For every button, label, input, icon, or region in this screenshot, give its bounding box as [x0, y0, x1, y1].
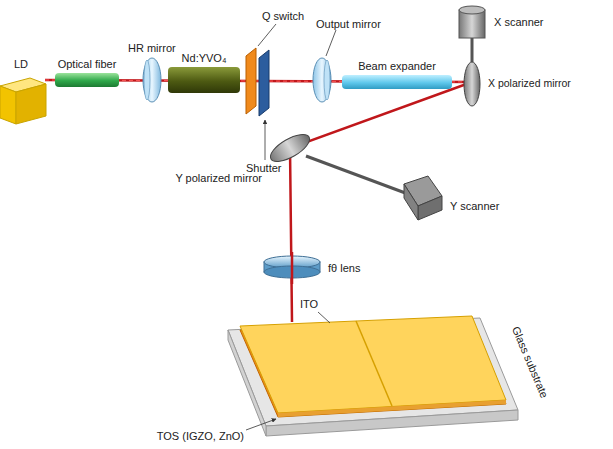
illustration-part [258, 24, 276, 46]
illustration-part [464, 62, 480, 106]
component-label: Beam expander [358, 60, 436, 72]
part-label: Q switch [262, 10, 304, 22]
illustration-part [404, 184, 418, 220]
illustration-part [0, 86, 16, 124]
part-label: Y scanner [450, 200, 499, 212]
optical-fiber: Optical fiber [55, 73, 119, 87]
part-label: Output mirror [316, 18, 381, 30]
illustration-part [266, 129, 313, 167]
illustration-part [324, 60, 330, 100]
beam-expander: Beam expander [342, 75, 452, 89]
part-label: X polarized mirror [488, 78, 571, 90]
illustration-part [240, 316, 506, 413]
illustration-part [418, 196, 442, 220]
illustration-part [291, 252, 294, 284]
illustration-part [144, 60, 150, 100]
part-label: X scanner [494, 16, 544, 28]
part-label: LD [14, 58, 28, 70]
part-label: TOS (IGZO, ZnO) [157, 430, 244, 442]
illustration-part [16, 84, 46, 124]
illustration-part [265, 120, 266, 160]
part-label: Glass substrate [509, 324, 550, 399]
illustration-part [471, 38, 474, 62]
illustration-part [143, 58, 161, 102]
illustration-part [246, 48, 256, 114]
part-label: HR mirror [128, 42, 176, 54]
illustration-part [356, 321, 392, 406]
laser-crystal: Nd:YVO₄ [168, 67, 240, 93]
illustration-part [459, 6, 485, 14]
illustration-part [246, 419, 276, 430]
illustration-part [278, 400, 506, 417]
part-label: Y polarized mirror [175, 172, 262, 184]
part-label: ITO [300, 298, 318, 310]
illustration-part [313, 58, 331, 102]
component-label: Nd:YVO₄ [182, 52, 227, 64]
part-label: fθ lens [328, 262, 360, 274]
illustration-part [326, 30, 336, 56]
illustration-part [318, 312, 330, 323]
component-label: Optical fiber [58, 58, 117, 70]
illustration-part [306, 156, 408, 194]
illustration-part [259, 50, 269, 116]
